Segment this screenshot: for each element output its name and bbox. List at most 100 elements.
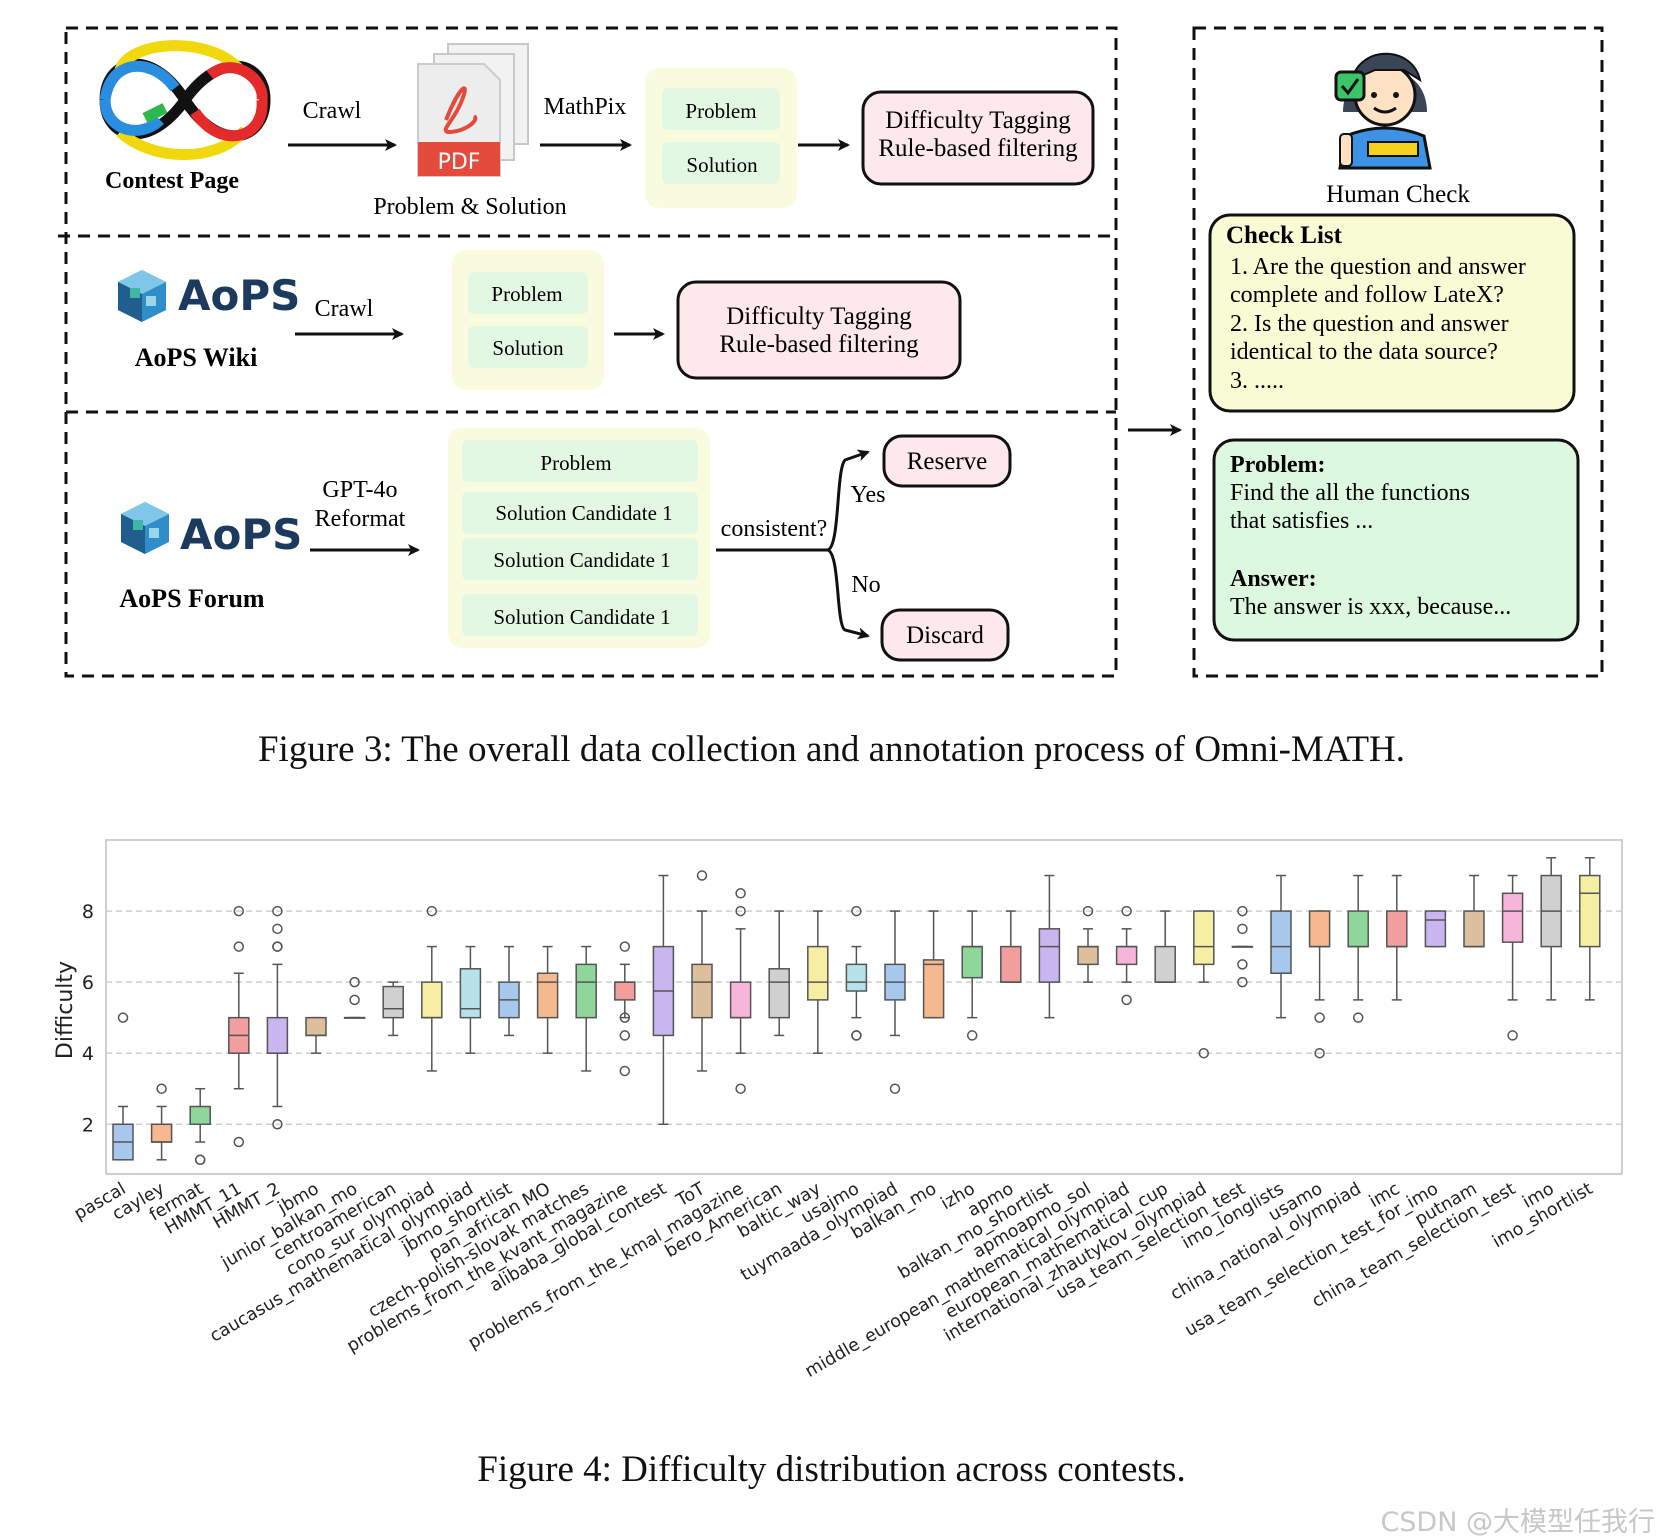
row3-candidate-box-1 [462,492,698,534]
consistent-label: consistent? [721,516,828,542]
outlier-point [156,1083,167,1094]
box-iqr [421,981,443,1019]
reserve-text: Reserve [907,448,988,475]
example-answer-label: Answer: [1230,566,1317,592]
box-pascal [112,1012,134,1161]
pdf-stack-icon [417,43,529,177]
box-european-mathematical-cup [1154,910,1176,983]
checklist-line-2: complete and follow LateX? [1230,282,1504,308]
outlier-point [233,1136,245,1148]
outlier-point [272,923,283,935]
box-hmmt-2 [266,905,289,1130]
row1-problem-text: Problem [685,99,756,123]
checklist-line-1: 1. Are the question and answer [1230,254,1526,280]
crawl-label-2: Crawl [315,296,374,322]
human-check-title: Human Check [1326,181,1470,208]
aops-forum-label: AoPS Forum [119,584,265,613]
row1-solution-box [662,142,780,184]
no-branch-arrow [826,548,870,640]
outlier-point [619,1065,631,1077]
plot-area-frame [105,839,1623,1175]
box-hmmt-11 [228,905,250,1148]
box-iqr [1077,945,1099,966]
row1-tagging-box [861,90,1095,186]
row2-tagging-box [676,280,962,380]
box-fermat [189,1087,211,1166]
box-iqr [1115,945,1138,966]
row3-candidate-box-2 [462,538,698,580]
figure3-caption: Figure 3: The overall data collection an… [257,729,1406,770]
box-apmo [1000,910,1022,983]
box-izho [961,910,983,1041]
outlier-point [966,1030,978,1041]
box-junior-balkan-mo [343,976,366,1019]
box-iqr [536,972,559,1019]
outlier-point [1198,1047,1210,1059]
box-cayley [150,1083,173,1161]
outlier-point [735,905,746,917]
figure4-boxplot-chart: 2468pascalcayleyfermatHMMT_11HMMT_2jbmoj… [53,839,1623,1382]
aops-wiki-logo-text: AoPS [178,271,300,320]
aops-forum-logo-icon [121,502,169,554]
left-pipeline-frame [58,26,1118,678]
mathpix-label: MathPix [544,94,627,120]
outlier-point [349,976,360,988]
box-iqr [382,985,404,1019]
row3-problem-text: Problem [540,451,611,475]
box-china-national-olympiad [1347,874,1369,1023]
box-international-zhautykov-olympiad [1193,910,1215,1059]
outlier-point [233,941,245,952]
example-problem-line-2: that satisfies ... [1230,508,1373,534]
yes-label: Yes [851,482,886,508]
box-tuymaada-olympiad [884,910,906,1094]
outlier-point [194,1154,206,1166]
box-iqr [1347,910,1369,948]
box-jbmo-shortlist [498,945,520,1037]
y-axis-label: Difficulty [53,961,78,1059]
box-problems-from-the-kvant-magazine [614,941,636,1077]
row1-tagging-line1: Difficulty Tagging [885,107,1071,134]
row1-tagging-line2: Rule-based filtering [878,135,1078,162]
box-baltic-way [807,910,829,1054]
outlier-point [889,1083,901,1094]
outlier-point [117,1012,129,1023]
box-imo-shortlist [1579,857,1601,1001]
outlier-point [851,1030,862,1041]
box-iqr [266,1016,289,1054]
box-usamo [1308,910,1331,1059]
aops-logo-icon [118,270,166,322]
box-iqr [691,963,713,1019]
row2-problem-box [468,272,588,314]
outlier-point [696,870,708,881]
outlier-point [619,1030,631,1041]
reserve-box [882,434,1012,488]
outlier-point [1121,905,1132,917]
box-jbmo [305,1016,327,1054]
box-iqr [150,1123,173,1143]
row2-solution-box [468,326,588,368]
box-iqr [1154,945,1176,983]
outlier-point [1507,1030,1518,1041]
outlier-point [1237,923,1248,935]
outlier-point [1314,1012,1325,1023]
outlier-point [619,1012,631,1023]
box-iqr [1193,910,1215,966]
outlier-point [233,905,245,917]
outlier-point [272,941,283,952]
box-iqr [768,968,790,1019]
row3-candidate-text-2: Solution Candidate 1 [493,548,670,572]
aops-wiki-label: AoPS Wiki [135,343,258,372]
box-bero-american [768,910,790,1037]
discard-text: Discard [906,622,984,649]
contest-logo-icon [99,40,271,161]
box-iqr [614,981,636,1001]
box-balkan-mo-shortlist [1038,874,1061,1019]
no-label: No [851,572,880,598]
outlier-point [735,888,746,899]
box-putnam [1463,874,1485,948]
row1-solution-text: Solution [686,153,758,177]
box-iqr [845,963,868,992]
figure4-caption: Figure 4: Difficulty distribution across… [477,1449,1186,1490]
row3-candidate-text-3: Solution Candidate 1 [493,605,670,629]
human-reviewer-icon [1334,52,1432,170]
